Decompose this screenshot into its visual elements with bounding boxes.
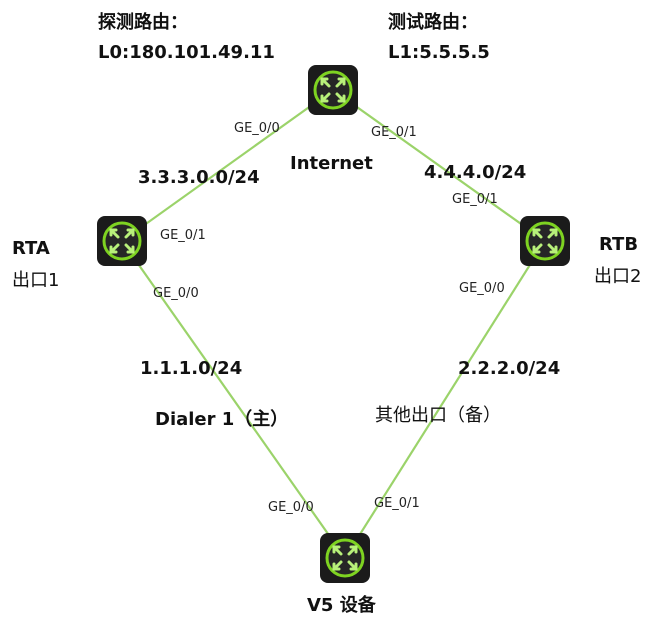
subnet-internet-rtb: 4.4.4.0/24 bbox=[424, 162, 526, 183]
internet-name: Internet bbox=[290, 153, 373, 174]
subnet-rta-internet: 3.3.3.0.0/24 bbox=[138, 167, 260, 188]
rtb-name: RTB bbox=[599, 234, 638, 255]
rtb-port-ge01: GE_0/1 bbox=[452, 192, 498, 207]
probe-route-value: L0:180.101.49.11 bbox=[98, 42, 275, 63]
v5-name: V5 设备 bbox=[307, 594, 377, 616]
link-rta-v5 bbox=[121, 240, 346, 559]
v5-router-icon[interactable] bbox=[318, 531, 372, 585]
internet-router-icon[interactable] bbox=[306, 63, 360, 117]
rtb-port-ge00: GE_0/0 bbox=[459, 281, 505, 296]
test-route-title: 测试路由： bbox=[388, 11, 478, 33]
v5-port-ge01: GE_0/1 bbox=[374, 496, 420, 511]
rtb-router-icon[interactable] bbox=[518, 214, 572, 268]
rta-sub: 出口1 bbox=[12, 270, 59, 291]
link-rta-internet bbox=[121, 89, 334, 242]
rta-port-ge00: GE_0/0 bbox=[153, 286, 199, 301]
internet-port-ge01: GE_0/1 bbox=[371, 125, 417, 140]
rta-port-ge01: GE_0/1 bbox=[160, 228, 206, 243]
internet-port-ge00: GE_0/0 bbox=[234, 121, 280, 136]
probe-route-title: 探测路由： bbox=[98, 11, 188, 33]
rta-router-icon[interactable] bbox=[95, 214, 149, 268]
backup-link-note: 其他出口（备） bbox=[375, 405, 501, 426]
test-route-value: L1:5.5.5.5 bbox=[388, 42, 490, 63]
primary-link-note: Dialer 1（主） bbox=[155, 408, 288, 430]
link-rtb-v5 bbox=[344, 240, 546, 559]
rta-name: RTA bbox=[12, 238, 50, 259]
subnet-rtb-v5: 2.2.2.0/24 bbox=[458, 358, 560, 379]
v5-port-ge00: GE_0/0 bbox=[268, 500, 314, 515]
subnet-rta-v5: 1.1.1.0/24 bbox=[140, 358, 242, 379]
link-internet-rtb bbox=[332, 89, 546, 242]
rtb-sub: 出口2 bbox=[594, 266, 641, 287]
